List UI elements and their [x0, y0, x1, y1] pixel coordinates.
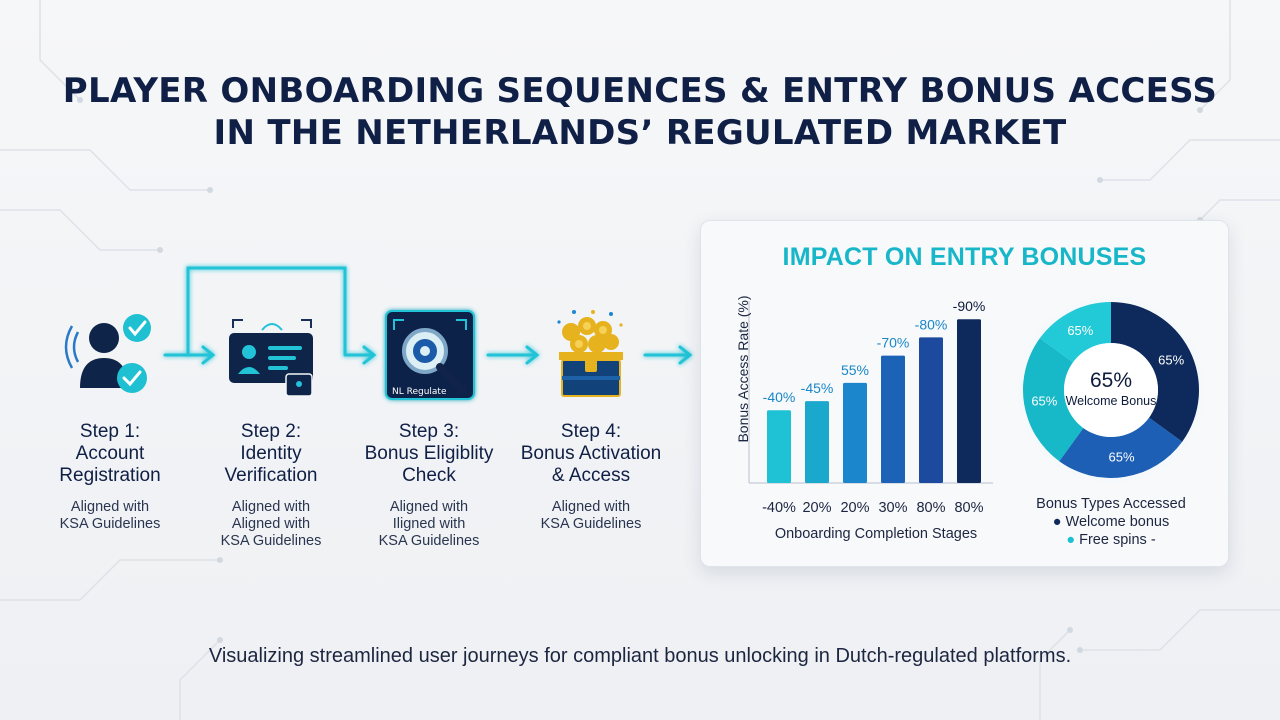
donut-center-label: Welcome Bonus [1066, 394, 1157, 408]
step-1-note: Aligned with KSA Guidelines [25, 499, 195, 533]
donut-slice-2 [1059, 417, 1183, 478]
x-tick-label-6: 80% [954, 500, 983, 516]
x-tick-label-2: 20% [802, 500, 831, 516]
donut-legend: Bonus Types Accessed ● Welcome bonus ● F… [1011, 495, 1211, 549]
magnifier-icon: NL Regulate [385, 310, 475, 400]
step-3-note-line-1: Aligned with [389, 499, 469, 515]
step-4-title: Step 4: Bonus Activation & Access [506, 421, 676, 487]
legend-label: Free spins - [1079, 532, 1156, 548]
donut-slice-label-1: 65% [1158, 352, 1184, 367]
bar-data-label-4: -70% [877, 335, 910, 351]
x-tick-label-4: 30% [878, 500, 907, 516]
step-1-title: Step 1: Account Registration [25, 421, 195, 487]
donut-slice-1 [1111, 302, 1199, 442]
step-2-title: Step 2: Identity Verification [186, 421, 356, 487]
step-4-note-line-1: Aligned with [551, 499, 631, 515]
bar-data-label-6: -90% [953, 298, 986, 314]
loop-connector [186, 266, 347, 355]
flow-arrows [163, 345, 693, 365]
title-line-1: PLAYER ONBOARDING SEQUENCES & ENTRY BONU… [62, 71, 1218, 111]
x-tick-label-3: 20% [840, 500, 869, 516]
step-3-note: Aligned with Iligned with KSA Guidelines [344, 499, 514, 550]
bar-data-label-3: 55% [841, 362, 869, 378]
step-1: Step 1: Account Registration Aligned wit… [25, 421, 195, 533]
x-axis-title: Onboarding Completion Stages [774, 526, 978, 542]
legend-label: Welcome bonus [1065, 514, 1170, 530]
donut-center-value: 65% [1090, 369, 1132, 392]
arrow-4-icon [643, 345, 693, 365]
step-2: Step 2: Identity Verification Aligned wi… [186, 421, 356, 550]
step-1-name-line-2: Registration [59, 465, 161, 486]
step-4-note-line-2: KSA Guidelines [540, 516, 642, 532]
donut-hole [1064, 343, 1158, 437]
bar-data-label-1: -40% [763, 389, 796, 405]
onboarding-flow: NL Regulate [64, 266, 693, 400]
step-2-note-line-2: Aligned with [231, 516, 311, 532]
x-tick-label-1: -40% [762, 500, 796, 516]
bar-chart: -40% -40% -45% 20% 55% 20% -70% 30% -80% 80% -90% 8… [748, 298, 993, 516]
step-3-note-line-2: Iligned with [392, 516, 466, 532]
step-2-note: Aligned with Aligned with KSA Guidelines [186, 499, 356, 550]
treasure-chest-icon [557, 310, 623, 397]
arrow-1-icon [163, 345, 216, 365]
bar-5 [919, 337, 943, 483]
bar-data-label-5: -80% [915, 316, 948, 332]
step-3-name-line-2: Check [402, 465, 456, 486]
step-2-note-line-3: KSA Guidelines [220, 533, 322, 549]
id-card-lock-icon [229, 319, 313, 397]
step-2-note-line-1: Aligned with [231, 499, 311, 515]
step-4-note: Aligned with KSA Guidelines [506, 499, 676, 533]
legend-title: Bonus Types Accessed [1036, 496, 1186, 512]
bar-4 [881, 355, 905, 483]
step-4-name-line-2: & Access [551, 465, 631, 486]
page-subtitle: Visualizing streamlined user journeys fo… [208, 645, 1072, 667]
step-3-note-line-3: KSA Guidelines [378, 533, 480, 549]
bar-data-label-2: -45% [801, 380, 834, 396]
step-3-name-line-1: Bonus Eligiblity [364, 443, 494, 464]
step-2-name-line-2: Verification [224, 465, 318, 486]
donut-chart: 65% Welcome Bonus 65% 65% 65% 65% [1023, 302, 1199, 478]
impact-panel: IMPACT ON ENTRY BONUSES -40% -40% -45% 20% 5… [700, 220, 1229, 567]
step-2-name-line-1: Identity [240, 443, 302, 464]
step-3: Step 3: Bonus Eligiblity Check Aligned w… [344, 421, 514, 550]
step-4-number: Step 4: [560, 421, 622, 442]
step-1-note-line-1: Aligned with [70, 499, 150, 515]
step-3-title: Step 3: Bonus Eligiblity Check [344, 421, 514, 487]
arrow-3-icon [486, 345, 540, 365]
donut-slice-3 [1023, 338, 1084, 462]
title-line-2: IN THE NETHERLANDS’ REGULATED MARKET [213, 113, 1067, 153]
legend-dot-icon: ● [1066, 532, 1076, 548]
legend-item-welcome-bonus: ● Welcome bonus [1011, 513, 1211, 531]
step-2-number: Step 2: [240, 421, 302, 442]
bar-1 [767, 410, 791, 483]
bar-3 [843, 382, 867, 483]
step3-badge-text: NL Regulate [392, 387, 447, 397]
panel-title: IMPACT ON ENTRY BONUSES [782, 243, 1147, 271]
donut-slice-4 [1039, 302, 1111, 363]
donut-slice-label-2: 65% [1109, 450, 1135, 465]
legend-dot-icon: ● [1052, 514, 1062, 530]
arrow-2-icon [343, 345, 377, 365]
legend-item-free-spins: ● Free spins - [1011, 531, 1211, 549]
step-4-name-line-1: Bonus Activation [520, 443, 662, 464]
step-1-name-line-1: Account [75, 443, 145, 464]
donut-slice-label-4: 65% [1067, 323, 1093, 338]
step-4: Step 4: Bonus Activation & Access Aligne… [506, 421, 676, 533]
x-tick-label-5: 80% [916, 500, 945, 516]
donut-slice-label-3: 65% [1031, 394, 1057, 409]
bar-2 [805, 401, 829, 483]
bar-6 [957, 319, 981, 483]
user-check-icon [64, 314, 151, 393]
step-1-number: Step 1: [79, 421, 141, 442]
step-1-note-line-2: KSA Guidelines [59, 516, 161, 532]
page-title: PLAYER ONBOARDING SEQUENCES & ENTRY BONU… [0, 70, 1280, 154]
step-3-number: Step 3: [398, 421, 460, 442]
